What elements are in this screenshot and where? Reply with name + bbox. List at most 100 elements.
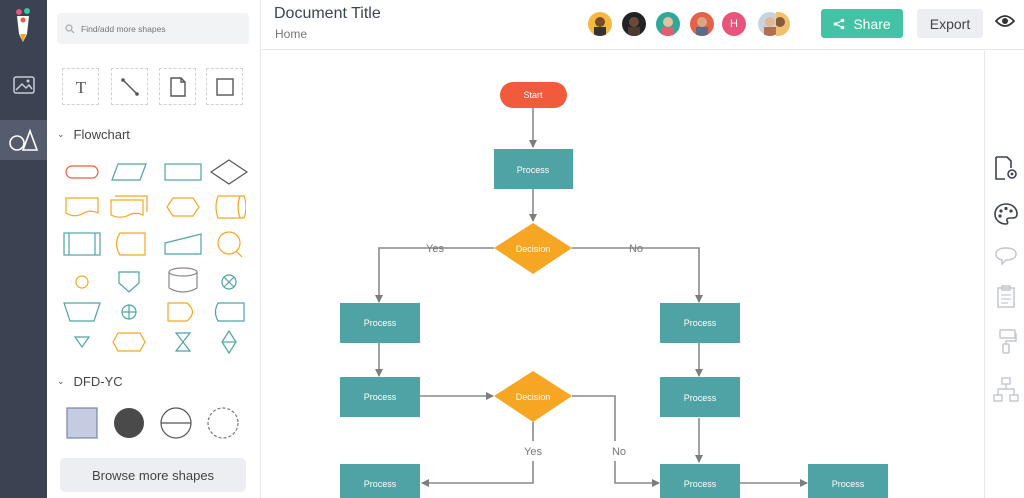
- export-button[interactable]: Export: [917, 9, 983, 38]
- process-node[interactable]: [660, 377, 740, 417]
- diagram-canvas[interactable]: Yes No Yes No Start Process Decision Pro…: [262, 51, 984, 498]
- start-node[interactable]: [500, 82, 567, 108]
- process-node[interactable]: [340, 464, 420, 498]
- connector-shape[interactable]: [209, 230, 249, 258]
- dfd-external-shape[interactable]: [203, 405, 243, 441]
- manual-input-shape[interactable]: [163, 230, 203, 258]
- chevron-down-icon: ⌄: [57, 376, 65, 386]
- avatar[interactable]: [622, 12, 646, 36]
- process-node[interactable]: [660, 303, 740, 343]
- flowchart-section-header[interactable]: ⌄ Flowchart: [57, 127, 130, 142]
- edge: [422, 422, 534, 483]
- edge-label-yes: Yes: [426, 243, 444, 255]
- shapes-icon[interactable]: [0, 120, 47, 160]
- node-label: Start: [523, 90, 543, 100]
- data-shape[interactable]: [109, 158, 149, 186]
- manual-operation-shape[interactable]: [62, 298, 102, 326]
- or-shape[interactable]: [209, 268, 249, 296]
- terminator-shape[interactable]: [62, 158, 102, 186]
- hexagon-shape[interactable]: [109, 328, 149, 356]
- avatar[interactable]: [588, 12, 612, 36]
- process-node[interactable]: [340, 303, 420, 343]
- node-label: Process: [517, 165, 550, 175]
- dfd-entity-shape[interactable]: [62, 405, 102, 441]
- avatar[interactable]: [690, 12, 714, 36]
- search-icon: [65, 23, 75, 33]
- database-shape[interactable]: [163, 266, 203, 294]
- decision-node[interactable]: [494, 371, 572, 422]
- node-label: Process: [364, 392, 397, 402]
- card-shape[interactable]: [109, 230, 149, 258]
- shape-search[interactable]: [57, 13, 249, 44]
- breadcrumb[interactable]: Home: [275, 27, 308, 41]
- left-rail: [0, 0, 47, 498]
- edge: [572, 247, 703, 303]
- process-node[interactable]: [808, 464, 888, 498]
- avatar-stack-more[interactable]: [776, 12, 790, 36]
- note-tool-icon[interactable]: [159, 68, 196, 105]
- node-label: Process: [364, 479, 397, 489]
- hierarchy-icon[interactable]: [993, 377, 1019, 403]
- preparation-shape[interactable]: [163, 193, 203, 221]
- edge-label-yes: Yes: [524, 446, 542, 458]
- share-label: Share: [853, 15, 891, 32]
- edge: [375, 247, 494, 303]
- node-label: Decision: [516, 244, 551, 254]
- section-title: DFD-YC: [73, 374, 123, 389]
- eye-icon[interactable]: [994, 14, 1016, 33]
- node-label: Decision: [516, 392, 551, 402]
- process-shape[interactable]: [163, 158, 203, 186]
- sort-shape[interactable]: [209, 328, 249, 356]
- process-node[interactable]: [340, 377, 420, 417]
- process-node[interactable]: [660, 464, 740, 498]
- text-tool-icon[interactable]: T: [62, 68, 99, 105]
- palette-icon[interactable]: [993, 201, 1019, 227]
- edge-label-no: No: [612, 446, 626, 458]
- stored-data-shape[interactable]: [209, 193, 249, 221]
- decision-shape[interactable]: [209, 158, 249, 186]
- share-button[interactable]: Share: [821, 9, 903, 38]
- off-page-shape[interactable]: [109, 268, 149, 296]
- search-input[interactable]: [81, 23, 241, 34]
- avatar[interactable]: H: [722, 12, 746, 36]
- share-icon: [834, 18, 845, 29]
- decision-node[interactable]: [494, 223, 572, 274]
- section-title: Flowchart: [73, 127, 130, 142]
- document-shape[interactable]: [62, 193, 102, 221]
- dfd-section-header[interactable]: ⌄ DFD-YC: [57, 374, 123, 389]
- edge-label-no: No: [629, 243, 643, 255]
- top-header: Document Title Home H Share Export: [262, 0, 1024, 50]
- node-label: Process: [684, 479, 717, 489]
- node-label: Process: [364, 318, 397, 328]
- line-tool-icon[interactable]: [111, 68, 148, 105]
- node-label: Process: [684, 318, 717, 328]
- collate-shape[interactable]: [163, 328, 203, 356]
- edge: [572, 395, 659, 483]
- right-rail: [984, 51, 1024, 498]
- svg-text:T: T: [75, 79, 86, 95]
- chevron-down-icon: ⌄: [57, 129, 65, 139]
- summing-junction-shape[interactable]: [109, 298, 149, 326]
- browse-more-shapes-button[interactable]: Browse more shapes: [60, 458, 246, 492]
- small-circle-shape[interactable]: [62, 268, 102, 296]
- node-label: Process: [832, 479, 865, 489]
- page-settings-icon[interactable]: [993, 155, 1019, 181]
- merge-shape[interactable]: [62, 328, 102, 356]
- delay-shape[interactable]: [163, 298, 203, 326]
- format-painter-icon[interactable]: [993, 328, 1019, 354]
- multi-document-shape[interactable]: [109, 193, 149, 221]
- process-node[interactable]: [494, 149, 573, 189]
- predefined-process-shape[interactable]: [62, 230, 102, 258]
- avatar[interactable]: [656, 12, 680, 36]
- shape-panel: T ⌄ Flowchart ⌄ DFD-YC Browse more sh: [47, 0, 261, 498]
- document-title[interactable]: Document Title: [274, 5, 381, 22]
- node-label: Process: [684, 393, 717, 403]
- rectangle-tool-icon[interactable]: [206, 68, 243, 105]
- notes-icon[interactable]: [993, 284, 1019, 310]
- image-icon[interactable]: [0, 65, 47, 105]
- app-logo: [8, 6, 38, 46]
- dfd-datastore-shape[interactable]: [156, 405, 196, 441]
- comment-icon[interactable]: [993, 243, 1019, 269]
- dfd-process-shape[interactable]: [109, 405, 149, 441]
- display-shape[interactable]: [209, 298, 249, 326]
